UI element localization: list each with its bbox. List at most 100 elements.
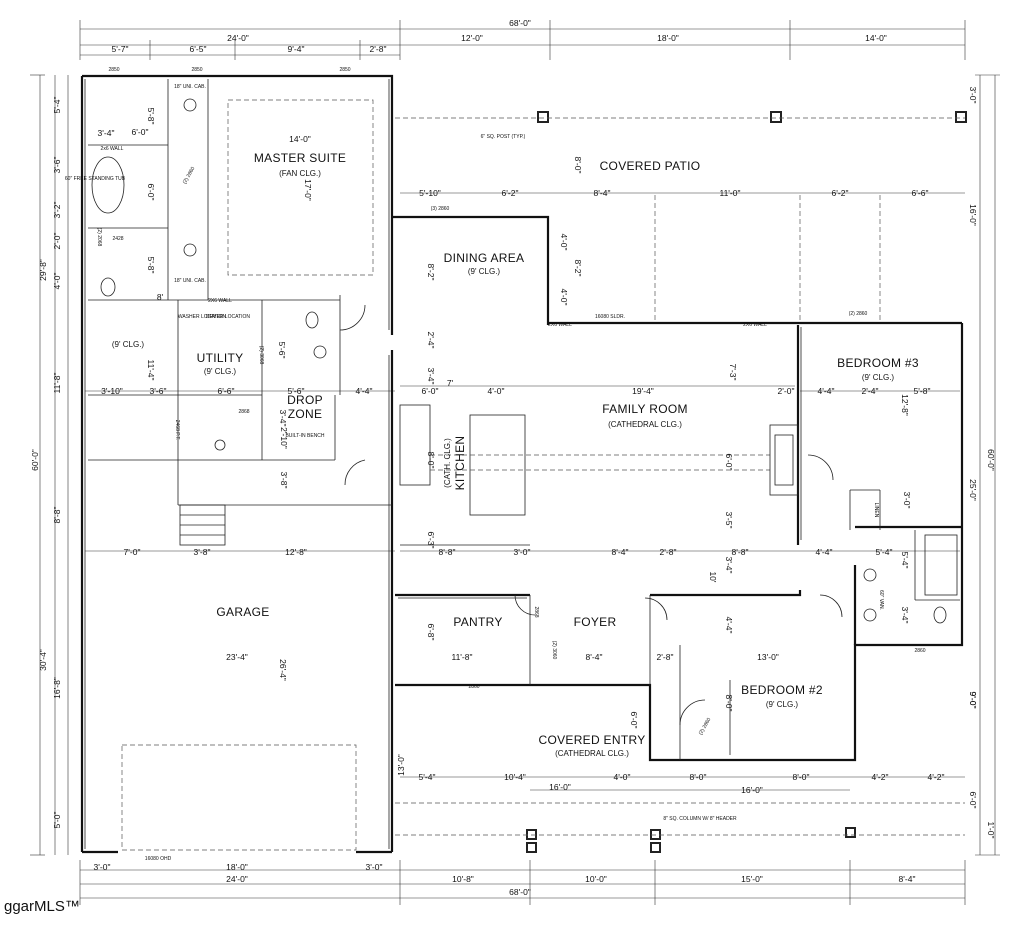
ceiling-note-utility: (9' CLG.) bbox=[204, 367, 237, 376]
dimension-label: 3'-0" bbox=[968, 87, 978, 104]
room-label-drop: DROP bbox=[287, 393, 323, 407]
dimension-label: 7' bbox=[447, 378, 454, 388]
dimension-label: 3'-4" bbox=[426, 368, 436, 385]
annotation-note: 2468 P.T. bbox=[174, 420, 180, 440]
dimension-label: 8'-4" bbox=[612, 547, 629, 557]
dimension-label: 4'-4" bbox=[356, 386, 373, 396]
dimension-label: 12'-0" bbox=[461, 33, 483, 43]
dimension-label: 8'-8" bbox=[52, 507, 62, 524]
dimension-label: 6'-0" bbox=[422, 386, 439, 396]
dimension-label: 8'-2" bbox=[426, 264, 436, 281]
dimension-label: 18'-0" bbox=[226, 862, 248, 872]
dimension-label: 2'-8" bbox=[657, 652, 674, 662]
dimension-label: 12'-8" bbox=[285, 547, 307, 557]
dimension-label: 7'-0" bbox=[124, 547, 141, 557]
dimension-label: 11'-0" bbox=[719, 188, 740, 198]
dimension-label: 8'-0" bbox=[690, 772, 707, 782]
dimension-label: 8'-0" bbox=[793, 772, 810, 782]
dimension-label: 6'-2" bbox=[832, 188, 849, 198]
dimension-label: 2'-0" bbox=[52, 233, 62, 250]
annotation-note: WASHER LOCATION bbox=[178, 314, 227, 320]
dimension-label: 3'-8" bbox=[279, 472, 289, 489]
room-label-garage: GARAGE bbox=[216, 605, 269, 619]
dimension-label: 10'-8" bbox=[452, 874, 474, 884]
dimension-label: 60'-0" bbox=[986, 449, 996, 471]
dimension-label: 24'-0" bbox=[227, 33, 249, 43]
annotation-note: 2X6 WALL bbox=[548, 322, 572, 328]
annotation-note: 2860 bbox=[914, 648, 925, 654]
walls bbox=[80, 74, 967, 854]
annotation-note: 2x6 WALL bbox=[101, 146, 124, 152]
dimension-label: 3'-4" bbox=[98, 128, 115, 138]
annotation-note: (2) 2860 bbox=[698, 717, 713, 736]
dimension-label: 12'-8" bbox=[900, 394, 910, 416]
dimension-label: 2'-0" bbox=[778, 386, 795, 396]
dimension-label: 14'-0" bbox=[289, 134, 311, 144]
dimension-label: 8' bbox=[157, 292, 164, 302]
room-label-master-suite: MASTER SUITE bbox=[254, 151, 346, 165]
room-label-zone: ZONE bbox=[288, 407, 323, 421]
room-label-pantry: PANTRY bbox=[453, 615, 502, 629]
dimension-label: 6'-0" bbox=[724, 454, 734, 471]
dimension-label: 68'-0" bbox=[509, 18, 531, 28]
annotation-note: 16080 SLDR. bbox=[595, 314, 625, 320]
dimension-label: 4'-0" bbox=[559, 234, 569, 251]
dimension-label: 3'-0" bbox=[366, 862, 383, 872]
ceiling-note-laundry: (9' CLG.) bbox=[112, 340, 145, 349]
dimension-label: 9'-0" bbox=[968, 692, 978, 709]
dimension-label: 6'-6" bbox=[912, 188, 929, 198]
dimension-label: 8'-8" bbox=[439, 547, 456, 557]
annotation-note: 16080 OHD bbox=[145, 856, 172, 862]
annotation-note: (2) 2068 bbox=[96, 228, 102, 247]
annotation-note: (2) 3060 bbox=[551, 641, 557, 660]
dimension-label: 4'-0" bbox=[488, 386, 505, 396]
dimension-label: 16'-8" bbox=[52, 677, 62, 699]
dimension-label: 3'-0" bbox=[94, 862, 111, 872]
annotation-note: 2860 bbox=[468, 684, 479, 690]
watermark-logo: ggarMLS™ bbox=[4, 898, 80, 915]
dimension-label: 11'-8" bbox=[451, 652, 472, 662]
dimension-label: 10'-4" bbox=[504, 772, 526, 782]
dimension-label: 3'-0" bbox=[902, 492, 912, 509]
annotation-note: (2) 2860 bbox=[849, 311, 868, 317]
ceiling-note-bedroom-3: (9' CLG.) bbox=[862, 373, 895, 382]
ceiling-note-bedroom-2: (9' CLG.) bbox=[766, 700, 799, 709]
dimension-label: 8'-8" bbox=[732, 547, 749, 557]
dimension-label: 26'-4" bbox=[278, 659, 288, 681]
dimension-label: 4'-2" bbox=[872, 772, 889, 782]
dimension-label: 2'-4" bbox=[862, 386, 879, 396]
ceiling-note-family: (CATHEDRAL CLG.) bbox=[608, 420, 682, 429]
dimension-label: 4'-0" bbox=[614, 772, 631, 782]
room-label-covered-patio: COVERED PATIO bbox=[600, 159, 701, 173]
dimension-label: 3'-2" bbox=[52, 202, 62, 219]
dimension-label: 5'-8" bbox=[146, 257, 156, 274]
dimension-label: 6'-3" bbox=[426, 532, 436, 549]
dimension-label: 8'-4" bbox=[586, 652, 603, 662]
dimension-labels: 68'-0"24'-0"12'-0"18'-0"14'-0"5'-7"6'-5"… bbox=[30, 18, 996, 897]
annotation-note: 18" UNI. CAB. bbox=[174, 84, 206, 90]
room-label-dining-area: DINING AREA bbox=[444, 251, 525, 265]
dimension-label: 6'-0" bbox=[132, 127, 149, 137]
dimension-label: 5'-4" bbox=[419, 772, 436, 782]
room-label-foyer: FOYER bbox=[574, 615, 617, 629]
dimension-label: 4'-4" bbox=[724, 617, 734, 634]
dimension-label: 4'-4" bbox=[818, 386, 835, 396]
dimension-label: 8'-0" bbox=[724, 695, 734, 712]
room-label-bedroom-3: BEDROOM #3 bbox=[837, 356, 919, 370]
dimension-label: 2'-8" bbox=[370, 44, 387, 54]
dimension-label: 10' bbox=[708, 571, 718, 582]
dimension-label: 11'-8" bbox=[52, 372, 62, 393]
dimension-label: 18'-0" bbox=[657, 33, 679, 43]
dimension-label: 8'-4" bbox=[899, 874, 916, 884]
dimension-label: 3'-4" bbox=[724, 557, 734, 574]
annotation-note: (3) 2860 bbox=[431, 206, 450, 212]
dimension-label: 9'-0" bbox=[968, 692, 978, 709]
dimension-label: 16'-0" bbox=[549, 782, 571, 792]
annotation-note: 2X6 WALL bbox=[208, 298, 232, 304]
dimension-label: 13'-0" bbox=[396, 754, 406, 776]
dimension-label: 3'-6" bbox=[52, 157, 62, 174]
annotation-note: 2868 bbox=[533, 606, 539, 617]
dimension-label: 6'-5" bbox=[190, 44, 207, 54]
